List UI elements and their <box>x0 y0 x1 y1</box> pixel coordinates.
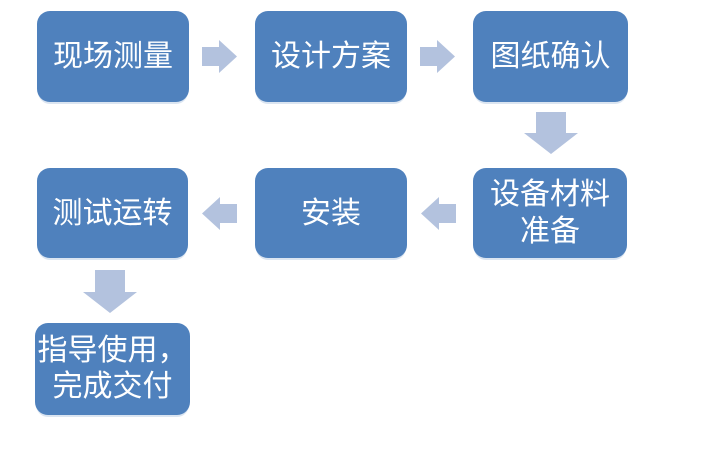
flow-node-test-run: 测试运转 <box>37 168 188 258</box>
flow-node-label: 设备材料 准备 <box>490 178 610 248</box>
arrow-down-icon <box>83 270 137 313</box>
flow-node-installation: 安装 <box>255 168 407 258</box>
flow-node-label: 测试运转 <box>52 196 173 230</box>
flow-node-design-plan: 设计方案 <box>255 11 407 102</box>
flow-node-equipment-material-prep: 设备材料 准备 <box>473 168 627 258</box>
arrow-down-icon <box>524 112 578 154</box>
arrow-right-icon <box>202 40 237 73</box>
arrow-right-icon <box>420 40 455 73</box>
flow-node-label: 指导使用， 完成交付 <box>37 334 188 403</box>
flow-node-guide-use-delivery: 指导使用， 完成交付 <box>35 323 190 415</box>
flow-node-label: 现场测量 <box>53 40 173 73</box>
flow-node-site-measurement: 现场测量 <box>37 11 189 102</box>
arrow-left-icon <box>202 197 237 230</box>
flow-node-drawing-confirmation: 图纸确认 <box>473 11 628 102</box>
flow-node-label: 图纸确认 <box>490 40 611 73</box>
flow-node-label: 设计方案 <box>271 40 391 73</box>
flow-node-label: 安装 <box>301 196 361 230</box>
arrow-left-icon <box>421 197 456 230</box>
